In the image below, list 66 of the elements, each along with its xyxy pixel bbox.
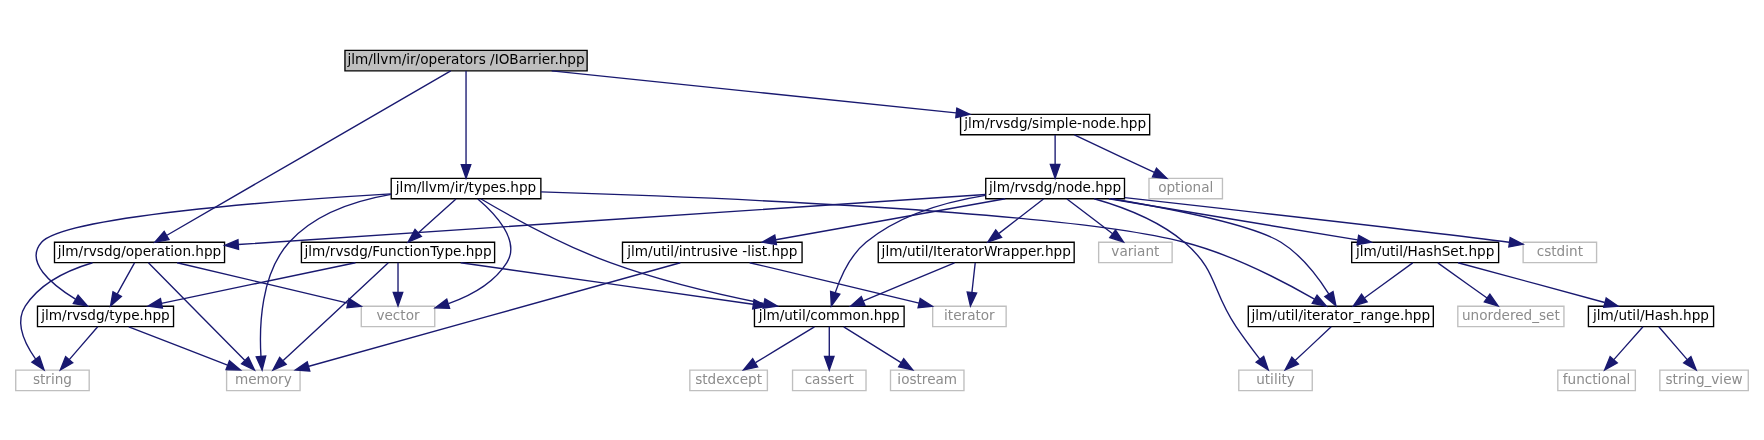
arrow (176, 261, 364, 309)
node-box: jlm/rvsdg/operation.hpp (53, 241, 226, 263)
node-box: jlm/rvsdg/type.hpp (36, 305, 175, 327)
arrow (1351, 261, 1414, 307)
arrow (1603, 325, 1644, 371)
arrow (843, 325, 915, 371)
arrow (1066, 197, 1126, 243)
arrow (460, 69, 472, 180)
node-box: jlm/rvsdg/node.hpp (985, 177, 1126, 199)
arrow (986, 197, 1045, 243)
node-box: string (15, 368, 90, 391)
node-box: jlm/util/IteratorWrapper.hpp (877, 241, 1075, 263)
node-box: utility (1238, 368, 1313, 391)
arrow (147, 261, 256, 372)
arrow (1457, 261, 1621, 308)
arrow (1093, 197, 1270, 372)
node-box: jlm/util/HashSet.hpp (1351, 241, 1500, 263)
arrow (823, 325, 835, 372)
arrow (146, 261, 357, 309)
node-box: vector (360, 305, 436, 327)
node-box: cassert (791, 368, 867, 391)
node-box: jlm/util/Hash.hpp (1587, 305, 1715, 327)
node-box: jlm/llvm/ir/operators /IOBarrier.hpp (344, 49, 588, 72)
arrow (20, 261, 94, 372)
node-box: cstdint (1522, 241, 1598, 263)
arrow (128, 325, 243, 371)
node-box: memory (225, 368, 301, 391)
arrow (293, 261, 682, 372)
node-box: stdexcept (689, 368, 769, 391)
arrow (551, 69, 972, 119)
node-box: jlm/util/intrusive -list.hpp (621, 241, 803, 263)
arrow (1049, 133, 1061, 180)
node-box: jlm/rvsdg/simple-node.hpp (959, 113, 1151, 135)
arrow (741, 325, 816, 371)
node-box: jlm/rvsdg/FunctionType.hpp (300, 241, 496, 263)
node-box: jlm/util/common.hpp (753, 305, 905, 327)
arrow (58, 325, 99, 371)
node-box: iostream (889, 368, 965, 391)
node-box: jlm/util/iterator_range.hpp (1247, 305, 1434, 327)
arrow (1111, 197, 1337, 308)
arrow (255, 193, 392, 372)
arrow (829, 194, 987, 308)
node-box: jlm/llvm/ir/types.hpp (390, 177, 542, 199)
arrow (1073, 133, 1169, 179)
arrow (433, 197, 512, 309)
node-box: iterator (932, 305, 1007, 327)
arrow (1658, 325, 1698, 371)
node-box: string_view (1659, 368, 1749, 391)
arrow (1437, 261, 1500, 307)
arrow (1108, 197, 1374, 245)
node-box: variant (1097, 241, 1173, 263)
arrow (109, 261, 136, 308)
arrow (392, 261, 404, 308)
arrow (966, 261, 978, 308)
arrow (222, 193, 987, 250)
arrow (271, 261, 389, 371)
node-box: optional (1148, 177, 1224, 199)
node-box: functional (1557, 368, 1637, 391)
arrow (848, 261, 956, 307)
arrow (406, 197, 457, 243)
arrow (1124, 196, 1525, 248)
arrow (153, 69, 452, 243)
arrow (760, 197, 1006, 245)
arrow (1283, 325, 1332, 371)
arrow (35, 192, 392, 307)
node-box: unordered_set (1457, 305, 1565, 327)
